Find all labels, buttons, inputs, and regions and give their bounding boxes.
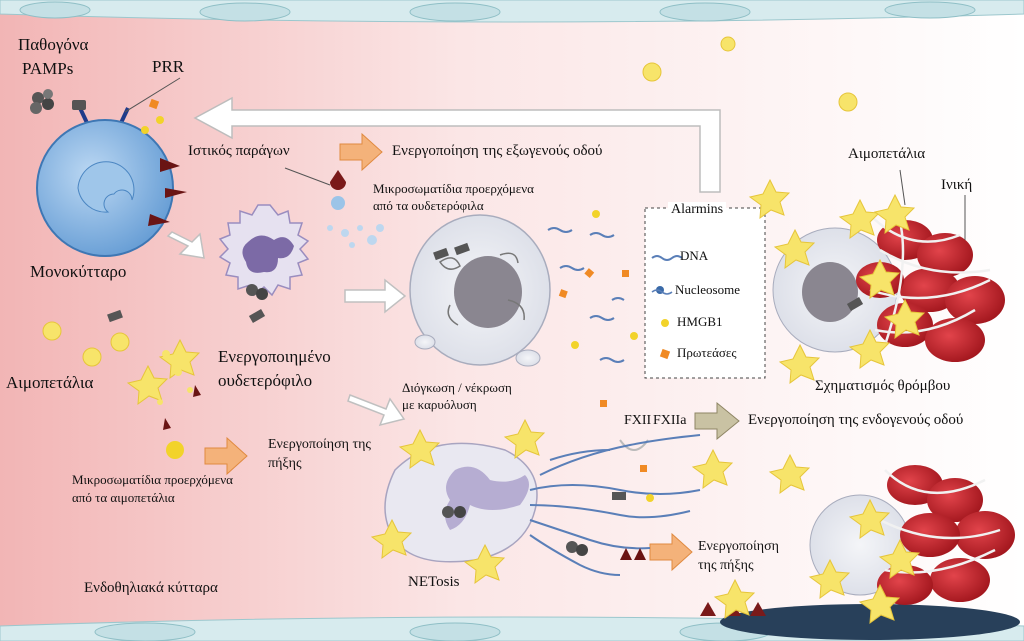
- platelet-microparticles-label-2: από τα αιμοπετάλια: [72, 490, 175, 505]
- activated-neutrophil-cell: [218, 204, 310, 323]
- netosis-label: NETosis: [408, 574, 460, 590]
- pathogens-icon: [30, 89, 54, 114]
- leader-lines: [284, 167, 966, 240]
- swelling-label-2: με καρυόλυση: [402, 397, 477, 412]
- platelet-microparticles-label-1: Μικροσωματίδια προερχόμενα: [72, 472, 233, 487]
- netosis-cell: [384, 442, 538, 563]
- thrombus-upper: [772, 193, 1005, 370]
- extrinsic-activation-label: Ενεργοποίηση της εξωγενούς οδού: [392, 143, 603, 159]
- neutrophil-microparticles-label-1: Μικροσωματίδια προερχόμενα: [373, 181, 534, 196]
- endothelium-bottom: [0, 602, 1024, 641]
- activated-neutrophil-label-1: Ενεργοποιημένο: [218, 347, 331, 366]
- circulating-platelets: [642, 36, 858, 112]
- fxii-label: FXII: [624, 413, 652, 428]
- alarmins-title: Alarmins: [668, 202, 727, 218]
- protease-fragments: [558, 268, 629, 407]
- prr-label: PRR: [152, 57, 185, 76]
- swelling-label-1: Διόγκωση / νέκρωση: [402, 380, 512, 395]
- net-strands: [529, 434, 701, 576]
- alarmin-proteases: Πρωτεάσες: [677, 345, 737, 360]
- thrombus-lower: [808, 465, 1015, 625]
- alarmins-legend-box: [644, 207, 766, 379]
- intrinsic-activation-label: Ενεργοποίηση της ενδογενούς οδού: [748, 412, 964, 428]
- fibrin-label: Ινική: [941, 177, 973, 193]
- monocyte-cell: [36, 77, 187, 257]
- alarmin-hmgb1: HMGB1: [677, 314, 723, 329]
- coagulation-left-label-1: Ενεργοποίηση της: [268, 437, 371, 452]
- endothelium-top: [0, 0, 1024, 23]
- monocyte-label: Μονοκύτταρο: [30, 262, 127, 281]
- free-particles: [141, 98, 384, 248]
- left-platelets: [42, 309, 201, 459]
- activated-neutrophil-label-2: ουδετερόφιλο: [218, 371, 313, 390]
- pamps-label: PAMPs: [22, 59, 74, 78]
- endothelial-cells-label: Ενδοθηλιακά κύτταρα: [84, 580, 218, 596]
- tissue-factor-label: Ιστικός παράγων: [188, 143, 290, 159]
- pathogens-label: Παθογόνα: [18, 35, 89, 54]
- alarmin-nucleosome: Nucleosome: [675, 282, 740, 297]
- coagulation-right-label-2: της πήξης: [698, 558, 754, 573]
- fxiia-label: FXIIa: [653, 413, 687, 428]
- coagulation-left-label-2: πήξης: [268, 456, 302, 471]
- platelets-right-label: Αιμοπετάλια: [848, 146, 926, 162]
- net-particles: [566, 465, 654, 560]
- olive-arrow: [694, 401, 740, 441]
- dna-fragments: [547, 227, 625, 363]
- orange-arrows: [204, 132, 693, 572]
- netosis-platelets: [370, 178, 821, 620]
- hmgb1-dots: [571, 210, 638, 349]
- thrombus-formation-label: Σχηματισμός θρόμβου: [815, 378, 951, 394]
- platelets-left-label: Αιμοπετάλια: [6, 373, 94, 392]
- coagulation-right-label-1: Ενεργοποίηση: [698, 539, 779, 554]
- alarmin-dna: DNA: [680, 248, 709, 263]
- flow-arrows: [166, 231, 407, 427]
- swollen-cell: [409, 214, 551, 367]
- neutrophil-microparticles-label-2: από τα ουδετερόφιλα: [373, 198, 484, 213]
